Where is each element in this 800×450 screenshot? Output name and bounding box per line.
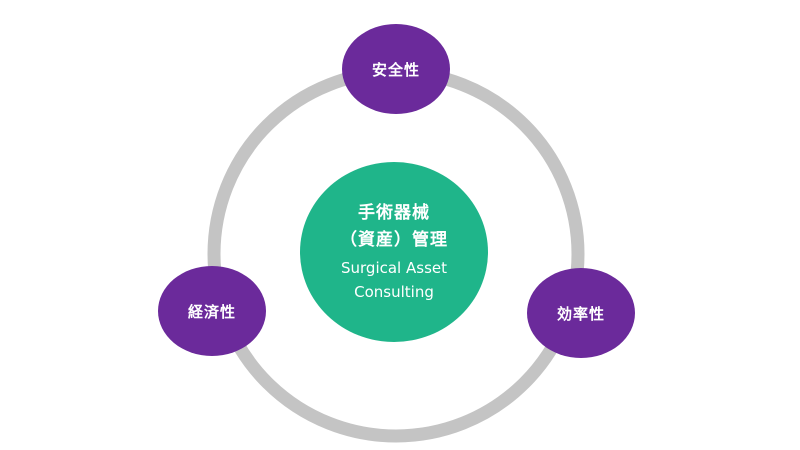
center-subtitle-line1: Surgical Asset: [341, 259, 447, 277]
node-economy-label: 経済性: [187, 302, 236, 321]
node-efficiency-label: 効率性: [556, 304, 605, 323]
node-economy: 経済性: [158, 266, 266, 356]
node-safety: 安全性: [342, 24, 450, 114]
center-circle: 手術器械 （資産）管理 Surgical Asset Consulting: [300, 162, 488, 342]
center-title-line1: 手術器械: [358, 203, 430, 223]
center-title-line2: （資産）管理: [340, 230, 448, 250]
node-safety-label: 安全性: [371, 60, 420, 79]
center-subtitle-line2: Consulting: [354, 283, 434, 301]
node-efficiency: 効率性: [527, 268, 635, 358]
